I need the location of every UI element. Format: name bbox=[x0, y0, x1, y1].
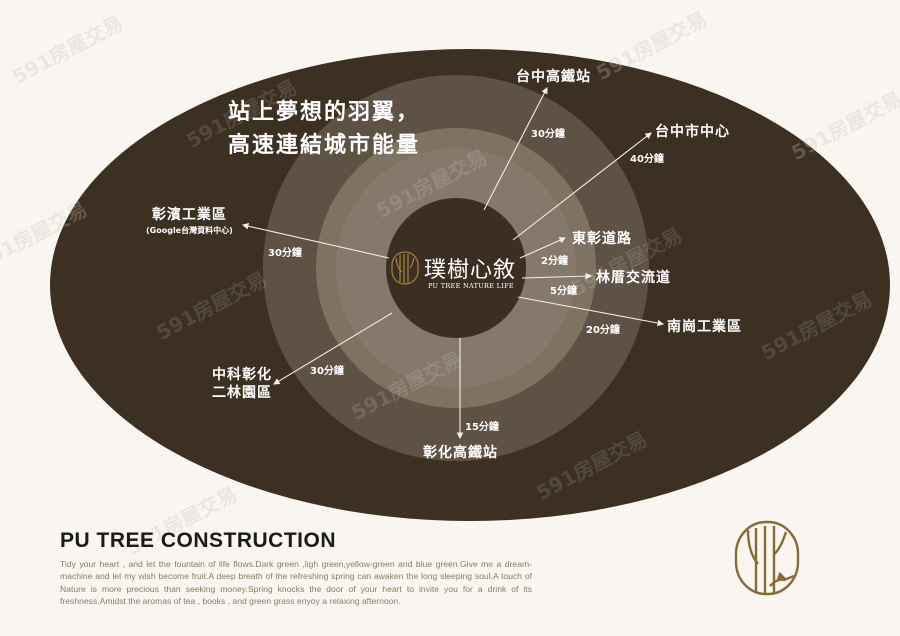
time-changbin-industrial: 30分鐘 bbox=[268, 248, 302, 259]
headline-line-1: 站上夢想的羽翼， bbox=[228, 100, 421, 125]
dest-changbin-subtitle: (Google台灣資料中心) bbox=[146, 226, 233, 235]
time-linco-interchange: 5分鐘 bbox=[550, 286, 577, 297]
center-brand: 璞樹心敘 PU TREE NATURE LIFE bbox=[386, 248, 526, 298]
center-disc bbox=[386, 198, 526, 338]
time-ctsp-changhua: 30分鐘 bbox=[310, 366, 344, 377]
dest-ctsp-line-2: 二林園區 bbox=[212, 385, 272, 401]
footer-body: Tidy your heart , and let the fountain o… bbox=[60, 559, 532, 607]
dest-linco-interchange: 林厝交流道 bbox=[596, 270, 671, 286]
dest-taichung-hsr: 台中高鐵站 bbox=[516, 69, 591, 85]
dest-ctsp-changhua: 中科彰化 二林園區 bbox=[212, 366, 272, 402]
brand-name-cn: 璞樹心敘 bbox=[424, 258, 517, 283]
headline-line-2: 高速連結城市能量 bbox=[228, 133, 421, 158]
time-dongzhang-road: 2分鐘 bbox=[541, 256, 568, 267]
footer-title: PU TREE CONSTRUCTION bbox=[60, 529, 337, 552]
dest-nangang-industrial: 南崗工業區 bbox=[667, 319, 742, 335]
footer-emblem bbox=[734, 520, 800, 596]
time-taichung-hsr: 30分鐘 bbox=[531, 129, 565, 140]
brand-name-en: PU TREE NATURE LIFE bbox=[428, 282, 514, 290]
headline: 站上夢想的羽翼， 高速連結城市能量 bbox=[228, 96, 420, 162]
dest-changhua-hsr: 彰化高鐵站 bbox=[423, 445, 498, 461]
dest-dongzhang-road: 東彰道路 bbox=[572, 231, 632, 247]
time-nangang-industrial: 20分鐘 bbox=[586, 325, 620, 336]
dest-ctsp-line-1: 中科彰化 bbox=[212, 367, 272, 383]
center-emblem bbox=[391, 251, 419, 285]
dest-taichung-city-center: 台中市中心 bbox=[655, 124, 730, 140]
time-changhua-hsr: 15分鐘 bbox=[465, 422, 499, 433]
dest-changbin-name: 彰濱工業區 bbox=[151, 207, 227, 223]
time-taichung-city-center: 40分鐘 bbox=[630, 154, 664, 165]
dest-changbin-industrial: 彰濱工業區 (Google台灣資料中心) bbox=[146, 204, 233, 236]
tree-bird-emblem-icon bbox=[736, 522, 798, 594]
